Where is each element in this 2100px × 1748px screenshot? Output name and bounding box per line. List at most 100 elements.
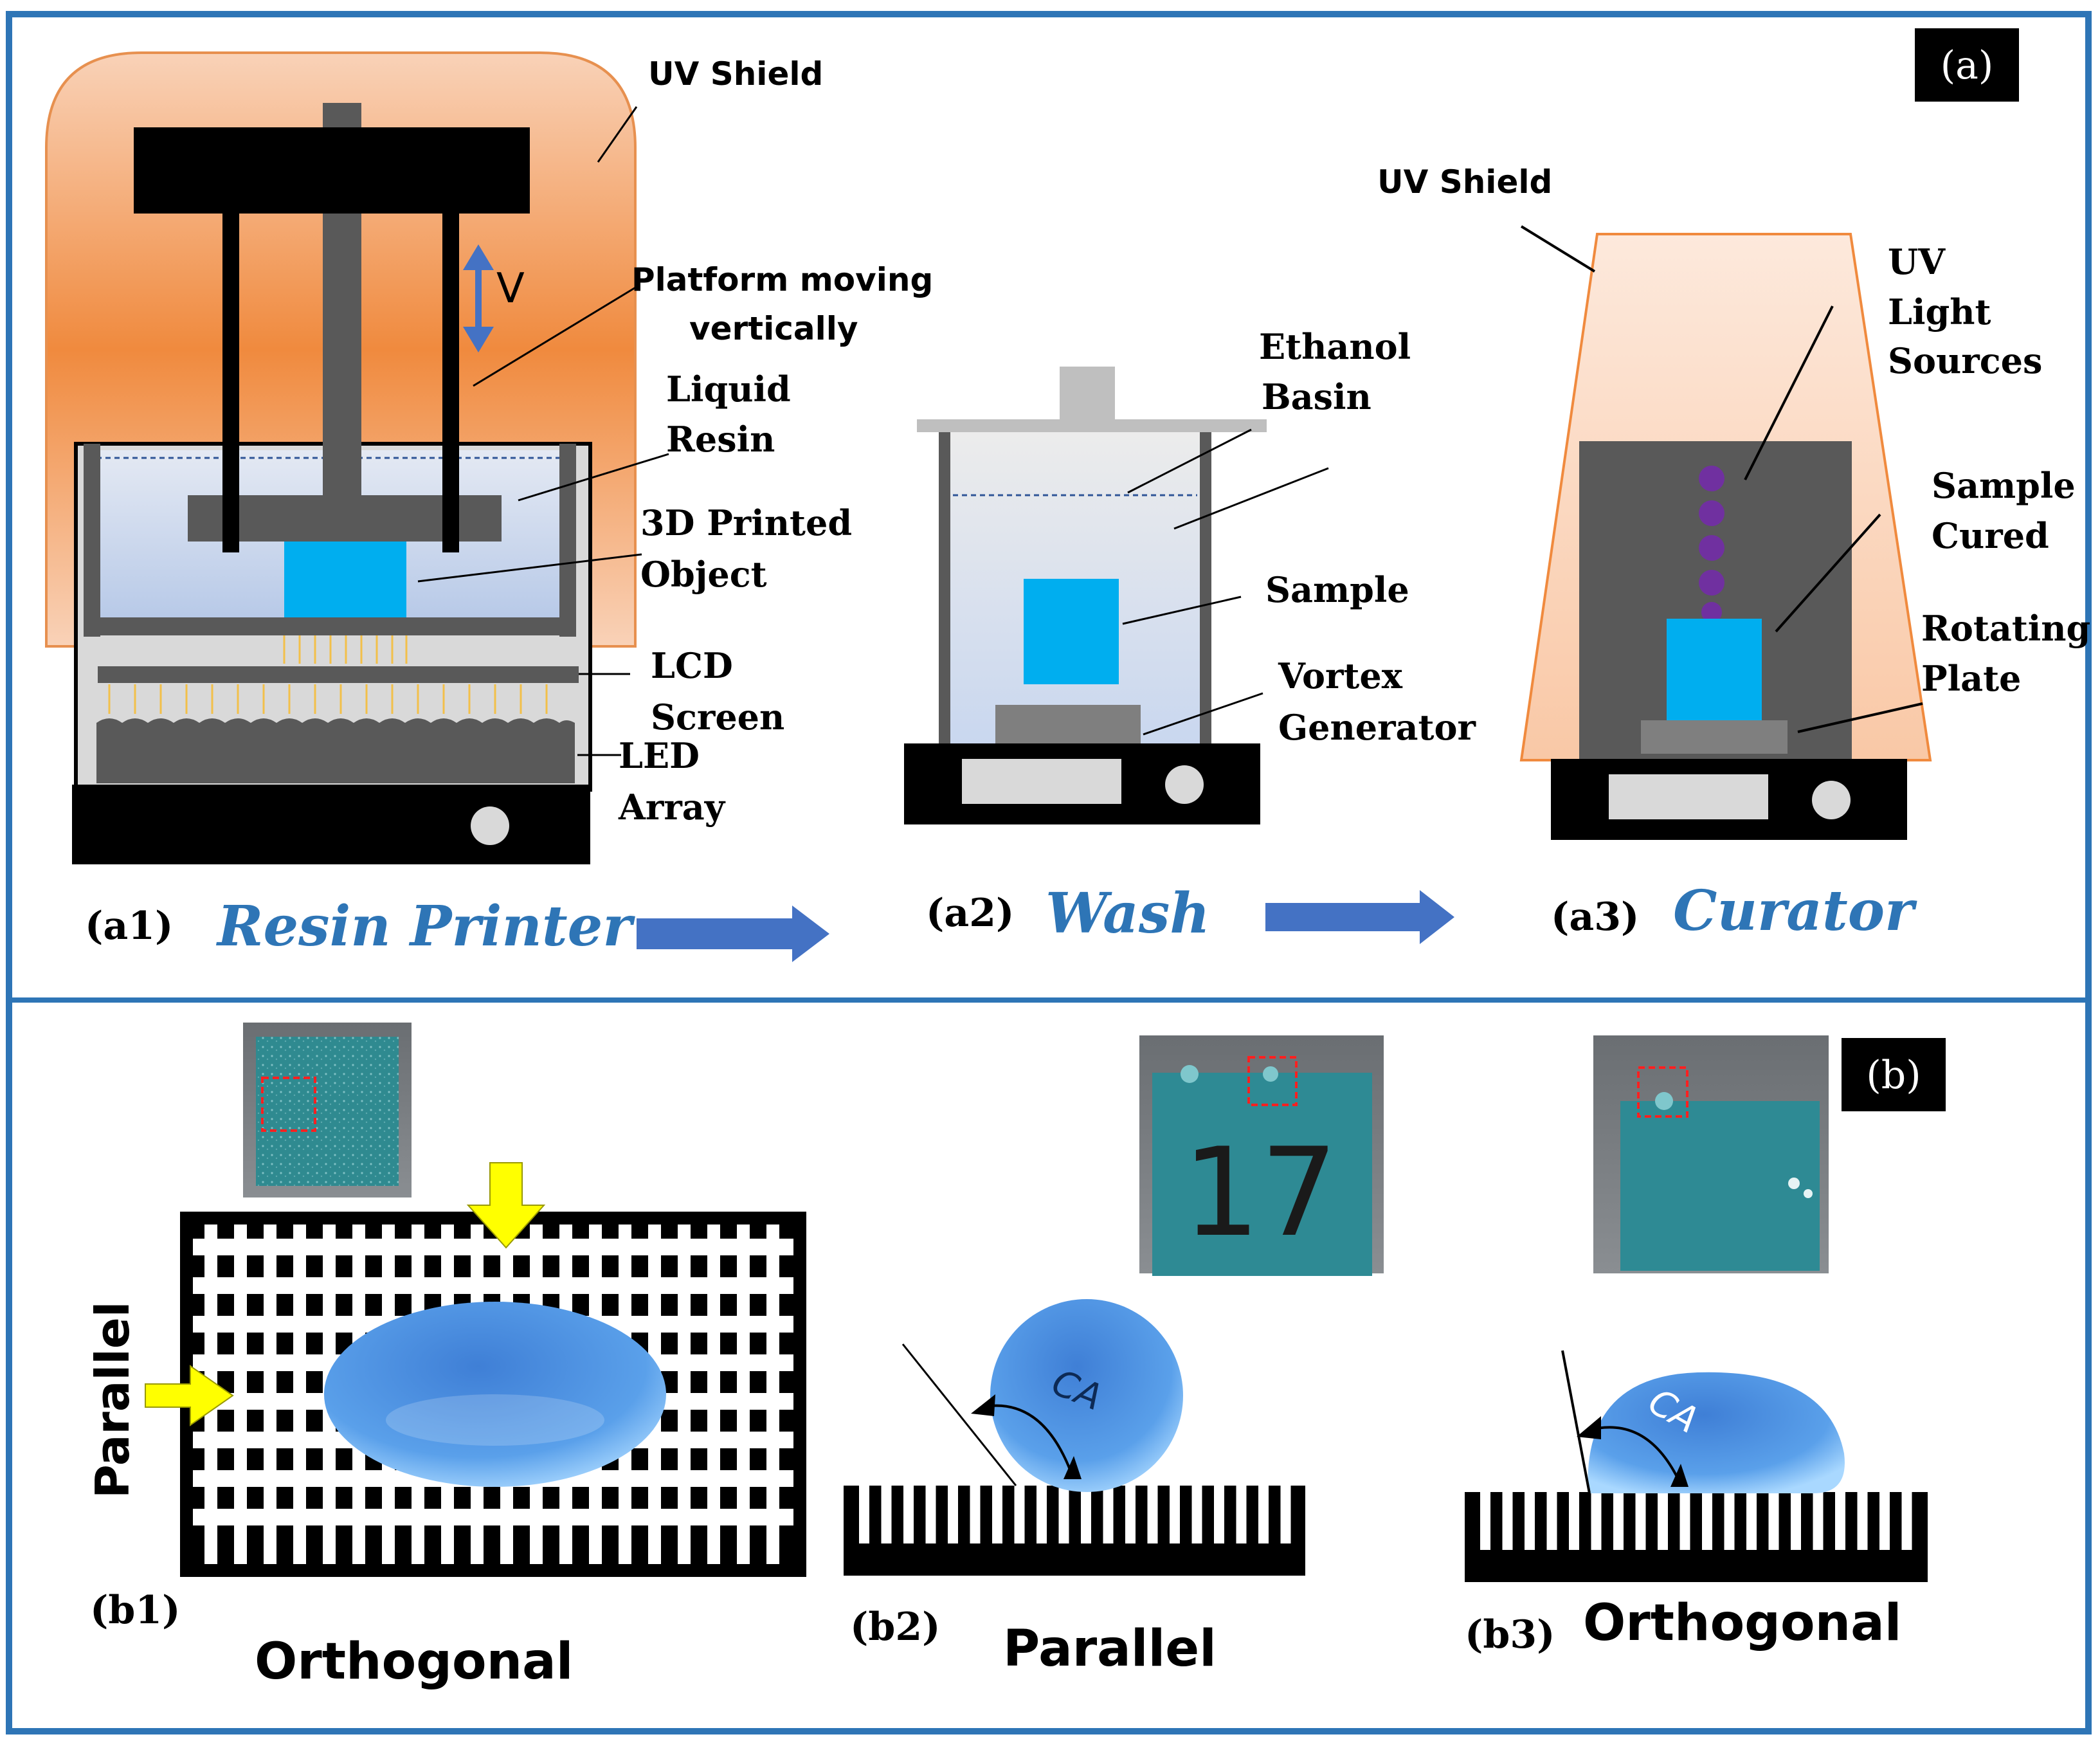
a1-platform-label-2: vertically <box>689 310 858 347</box>
a1-object-label-2: Object <box>640 554 767 595</box>
panel-b-tag-text: (b) <box>1866 1053 1921 1098</box>
uv-light-sources <box>1699 466 1724 623</box>
grid-vertical-bar <box>707 1225 720 1564</box>
b1-side-label: Parallel <box>86 1302 140 1498</box>
comb-gap <box>1170 1486 1180 1543</box>
panel-a-tag-text: (a) <box>1941 43 1994 88</box>
printer-knob <box>471 806 509 845</box>
a1-led-label-1: LED <box>619 735 700 776</box>
comb-gap <box>948 1486 958 1543</box>
v-label: V <box>496 265 525 313</box>
grid-vertical-bar <box>264 1225 276 1564</box>
comb-gap <box>1569 1492 1579 1550</box>
grid-horizontal-bar <box>193 1239 793 1255</box>
b2-tangent-line <box>901 1343 1017 1486</box>
comb-gap <box>1813 1492 1824 1550</box>
comb-gap <box>1280 1486 1291 1543</box>
cured-sample <box>1667 619 1762 722</box>
rotating-plate <box>1641 720 1788 754</box>
comb-gap <box>1746 1492 1757 1550</box>
grid-vertical-bar <box>678 1225 691 1564</box>
a3-cured-label-2: Cured <box>1932 515 2049 556</box>
a3-title: Curator <box>1673 879 1917 943</box>
comb-gap <box>1835 1492 1845 1550</box>
b2-title: Parallel <box>1003 1620 1217 1678</box>
a3-cured-label-1: Sample <box>1932 465 2076 506</box>
uv-beams-lower <box>108 684 548 714</box>
lcd-screen <box>98 666 579 683</box>
comb-gap <box>1125 1486 1136 1543</box>
comb-gap <box>1147 1486 1158 1543</box>
a3-uv-label-1: UV <box>1888 241 1946 282</box>
a3-uv-label-3: Sources <box>1888 340 2042 381</box>
top-carriage <box>134 127 530 214</box>
outer-frame <box>6 11 2092 1734</box>
b2-photo: 17 <box>1139 1035 1384 1276</box>
b1-yellow-arrow-down <box>466 1162 546 1249</box>
b3-photo <box>1593 1035 1829 1273</box>
grid-vertical-bar <box>234 1225 247 1564</box>
a1-title: Resin Printer <box>215 894 635 959</box>
comb-gap <box>1214 1486 1224 1543</box>
b2-photo-number: 17 <box>1182 1122 1338 1264</box>
comb-gap <box>1236 1486 1247 1543</box>
comb-gap <box>1658 1492 1668 1550</box>
comb-gap <box>1058 1486 1069 1543</box>
comb-gap <box>1258 1486 1269 1543</box>
process-arrow-2 <box>1265 890 1454 944</box>
process-arrow-1 <box>637 906 829 962</box>
grid-vertical-bar <box>737 1225 750 1564</box>
a3-uv-label-2: Light <box>1888 291 1991 332</box>
a1-label: (a1) <box>85 904 173 949</box>
comb-gap <box>881 1486 892 1543</box>
a2-vortex-label-2: Generator <box>1278 707 1476 748</box>
vertical-motion-arrow <box>463 244 494 352</box>
b1-yellow-arrow-right <box>145 1365 234 1426</box>
b1-photo <box>243 1023 412 1197</box>
b3-comb-substrate <box>1465 1492 1928 1582</box>
b3-title: Orthogonal <box>1583 1594 1902 1652</box>
comb-gap <box>1546 1492 1557 1550</box>
basin-lid <box>917 419 1267 432</box>
a2-vortex-label-1: Vortex <box>1278 655 1403 696</box>
a1-lcd-label-1: LCD <box>651 645 733 686</box>
b2-angle-arc <box>981 1404 1073 1473</box>
b2-comb-substrate <box>844 1486 1305 1576</box>
a1-object-label-1: 3D Printed <box>640 502 852 543</box>
printed-object <box>284 542 406 617</box>
comb-gap <box>1191 1486 1202 1543</box>
grid-vertical-bar <box>293 1225 306 1564</box>
grid-horizontal-bar <box>193 1277 793 1294</box>
b3-tangent-line <box>1561 1350 1591 1494</box>
vortex-generator <box>995 705 1141 745</box>
panel-b-tag: (b) <box>1842 1038 1946 1111</box>
printer-base <box>72 785 590 864</box>
b2-label: (b2) <box>850 1605 940 1650</box>
a3-rotating-label-1: Rotating <box>1921 608 2090 649</box>
a2-leader-lines <box>1122 428 1329 736</box>
vat-bottom <box>84 617 576 635</box>
comb-gap <box>970 1486 981 1543</box>
comb-gap <box>1724 1492 1735 1550</box>
comb-gap <box>1036 1486 1047 1543</box>
comb-gap <box>1480 1492 1490 1550</box>
a1-resin-label-1: Liquid <box>666 369 791 410</box>
wash-display <box>962 759 1121 804</box>
comb-gap <box>1635 1492 1646 1550</box>
comb-gap <box>925 1486 936 1543</box>
comb-gap <box>1702 1492 1712 1550</box>
a2-label: (a2) <box>926 891 1014 936</box>
grid-horizontal-bar <box>193 1509 793 1525</box>
wash-station: Ethanol Basin Sample Vortex Generator (a… <box>904 326 1476 946</box>
comb-gap <box>992 1486 1002 1543</box>
comb-gap <box>1791 1492 1801 1550</box>
a3-leader-lines <box>1520 225 1923 733</box>
resin-printer: V UV Shield Platform moving vertically L… <box>45 51 933 959</box>
a2-basin-label-1: Ethanol <box>1259 326 1411 367</box>
b1-droplet <box>324 1302 666 1487</box>
b3-angle-arc <box>1588 1426 1679 1480</box>
grid-vertical-bar <box>766 1225 779 1564</box>
wash-knob <box>1165 765 1204 804</box>
